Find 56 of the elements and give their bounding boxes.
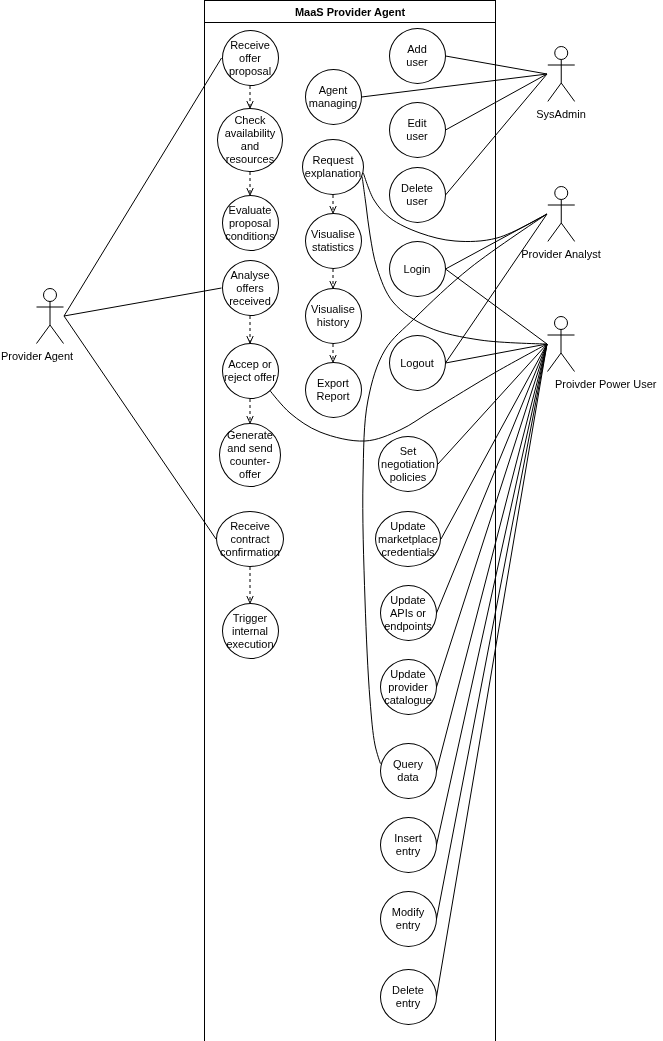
use-case-ellipse (221, 343, 279, 399)
dashed-arrow (246, 566, 254, 604)
use-case-label: Request explanation (304, 154, 362, 180)
boundary-header: MaaS Provider Agent (205, 1, 495, 23)
connector-line (445, 268, 548, 345)
dashed-arrow (329, 343, 337, 363)
connector-line (437, 343, 548, 465)
use-case-label: Receive offer proposal (227, 38, 273, 78)
connector-line (361, 176, 548, 345)
use-case-label: Evaluate proposal conditions (224, 203, 276, 243)
use-case-label: Analyse offers received (228, 268, 272, 308)
connector-line (362, 213, 548, 765)
use-case-label: Add user (405, 43, 429, 69)
use-case-label: Set negotiation policies (380, 444, 436, 484)
use-case-label: Receive contract confirmation (220, 519, 280, 559)
connector-line (63, 287, 222, 317)
use-case-label: Update provider catalogue (383, 667, 433, 707)
dashed-arrow (329, 194, 337, 214)
use-case-label: Agent managing (307, 84, 359, 110)
dashed-arrow (246, 171, 254, 196)
use-case-label: Accep or reject offer (223, 358, 277, 384)
use-case-label: Delete user (400, 182, 434, 208)
use-case-label: Update marketplace credentials (377, 519, 439, 559)
dashed-arrow (329, 268, 337, 289)
use-case-label: Generate and send counter-offer (226, 429, 274, 481)
use-case-label: Logout (399, 356, 435, 370)
dashed-arrow (246, 85, 254, 109)
use-case-label: Delete entry (391, 984, 425, 1010)
use-case-label: Update APIs or endpoints (383, 593, 433, 633)
use-case-label: Export Report (315, 377, 351, 403)
use-case-label: Insert entry (393, 832, 423, 858)
actor-label: Provider Analyst (521, 248, 601, 261)
connector-line (445, 73, 548, 131)
use-case-label: Query data (392, 758, 424, 784)
connector-line (63, 57, 222, 317)
use-case-label: Edit user (405, 117, 429, 143)
dashed-arrow (246, 315, 254, 344)
connector-line (361, 73, 548, 98)
use-case-label: Login (402, 262, 432, 276)
connector-line (445, 55, 548, 75)
system-boundary (204, 0, 496, 1041)
use-case-label: Trigger internal execution (225, 611, 275, 651)
connector-line (440, 343, 548, 540)
actor-label: Proivder Power User (555, 378, 657, 391)
actor-label: SysAdmin (536, 108, 586, 121)
connector-line (445, 73, 548, 196)
actor-label: Provider Agent (1, 350, 74, 363)
connector-line (445, 343, 548, 364)
connector-line (269, 343, 548, 442)
use-case-label: Check availability and resources (223, 114, 277, 166)
dashed-arrow (246, 398, 254, 424)
use-case-label: Visualise statistics (310, 228, 356, 254)
use-case-label: Modify entry (390, 906, 426, 932)
use-case-label: Visualise history (310, 303, 356, 329)
connector-line (445, 213, 548, 364)
connector-line (436, 343, 548, 688)
